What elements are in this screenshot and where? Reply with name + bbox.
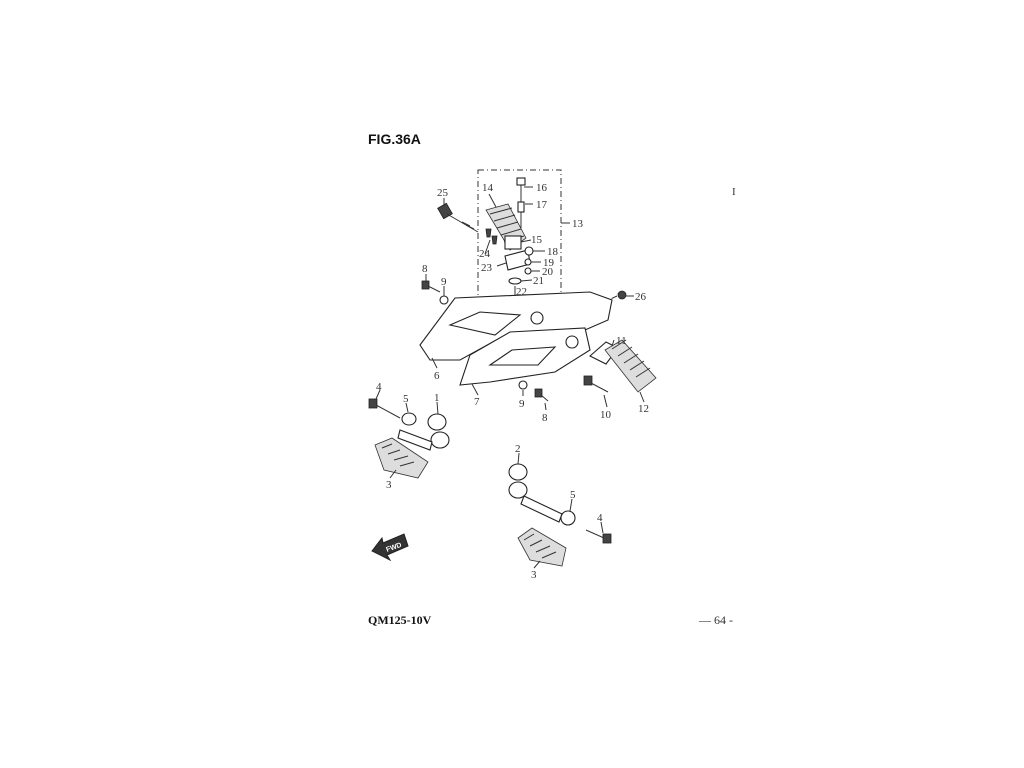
part-5-collar-left (401, 412, 417, 426)
part-number-9-upper: 9 (441, 276, 447, 288)
part-number-8-upper: 8 (422, 263, 428, 275)
part-number-23: 23 (481, 262, 493, 274)
part-number-3-right: 3 (531, 569, 537, 581)
part-number-1: 1 (434, 392, 440, 404)
part-number-5-left: 5 (403, 393, 409, 405)
part-9-washer-upper (439, 295, 449, 305)
part-number-6: 6 (434, 370, 440, 382)
part-number-4-right: 4 (597, 512, 603, 524)
part-5-collar-right (560, 510, 576, 526)
part-9-washer-lower (518, 380, 528, 390)
part-26-nut (617, 290, 627, 300)
part-20-spring (524, 267, 532, 275)
figure-title: FIG.36A (368, 131, 421, 147)
fwd-arrow-icon: FWD (371, 533, 409, 562)
part-number-8-lower: 8 (542, 412, 548, 424)
part-8-bolt-lower (534, 388, 549, 402)
part-number-3-left: 3 (386, 479, 392, 491)
part-number-callouts: 25 14 16 17 13 15 24 18 19 23 20 21 22 8… (376, 182, 649, 581)
part-number-11: 11 (616, 335, 627, 347)
part-number-18: 18 (547, 246, 559, 258)
part-number-22: 22 (516, 286, 527, 298)
part-7-bracket (459, 327, 591, 386)
part-4-bolt-left (368, 398, 401, 419)
part-24-screws (485, 228, 498, 245)
part-17-spring (517, 201, 525, 213)
part-25-long-bolt (437, 202, 479, 233)
part-18-ball (524, 246, 534, 256)
part-2-footrest-arm-right (508, 463, 563, 523)
page-number: — 64 - (699, 613, 733, 627)
model-code: QM125-10V (368, 613, 432, 627)
leader-lines (375, 186, 645, 569)
part-number-24: 24 (479, 248, 491, 260)
part-number-2: 2 (515, 443, 521, 455)
part-number-21: 21 (533, 275, 544, 287)
part-number-12: 12 (638, 403, 649, 415)
part-number-17: 17 (536, 199, 548, 211)
part-8-bolt-upper (421, 280, 441, 293)
part-3-footrest-rubber-right (517, 527, 567, 567)
part-number-26: 26 (635, 291, 647, 303)
part-number-15: 15 (531, 234, 543, 246)
part-number-7: 7 (474, 396, 480, 408)
part-number-19: 19 (543, 257, 555, 269)
part-1-footrest-arm-left (397, 413, 450, 451)
part-4-bolt-right (585, 529, 612, 544)
part-number-16: 16 (536, 182, 548, 194)
part-number-10: 10 (600, 409, 612, 421)
part-number-4-left: 4 (376, 381, 382, 393)
part-number-9-lower: 9 (519, 398, 525, 410)
part-number-20: 20 (542, 266, 554, 278)
part-15-bracket (504, 235, 522, 250)
corner-mark: I (732, 186, 736, 198)
part-number-13: 13 (572, 218, 584, 230)
part-number-14: 14 (482, 182, 494, 194)
part-number-5-right: 5 (570, 489, 576, 501)
part-10-bolt (583, 375, 609, 393)
part-6-bracket (419, 291, 613, 361)
part-19-washer (524, 258, 532, 266)
part-12-footrest-rubber (604, 339, 657, 393)
part-21-washer (508, 277, 522, 285)
part-3-footrest-rubber-left (374, 437, 429, 479)
part-number-25: 25 (437, 187, 449, 199)
